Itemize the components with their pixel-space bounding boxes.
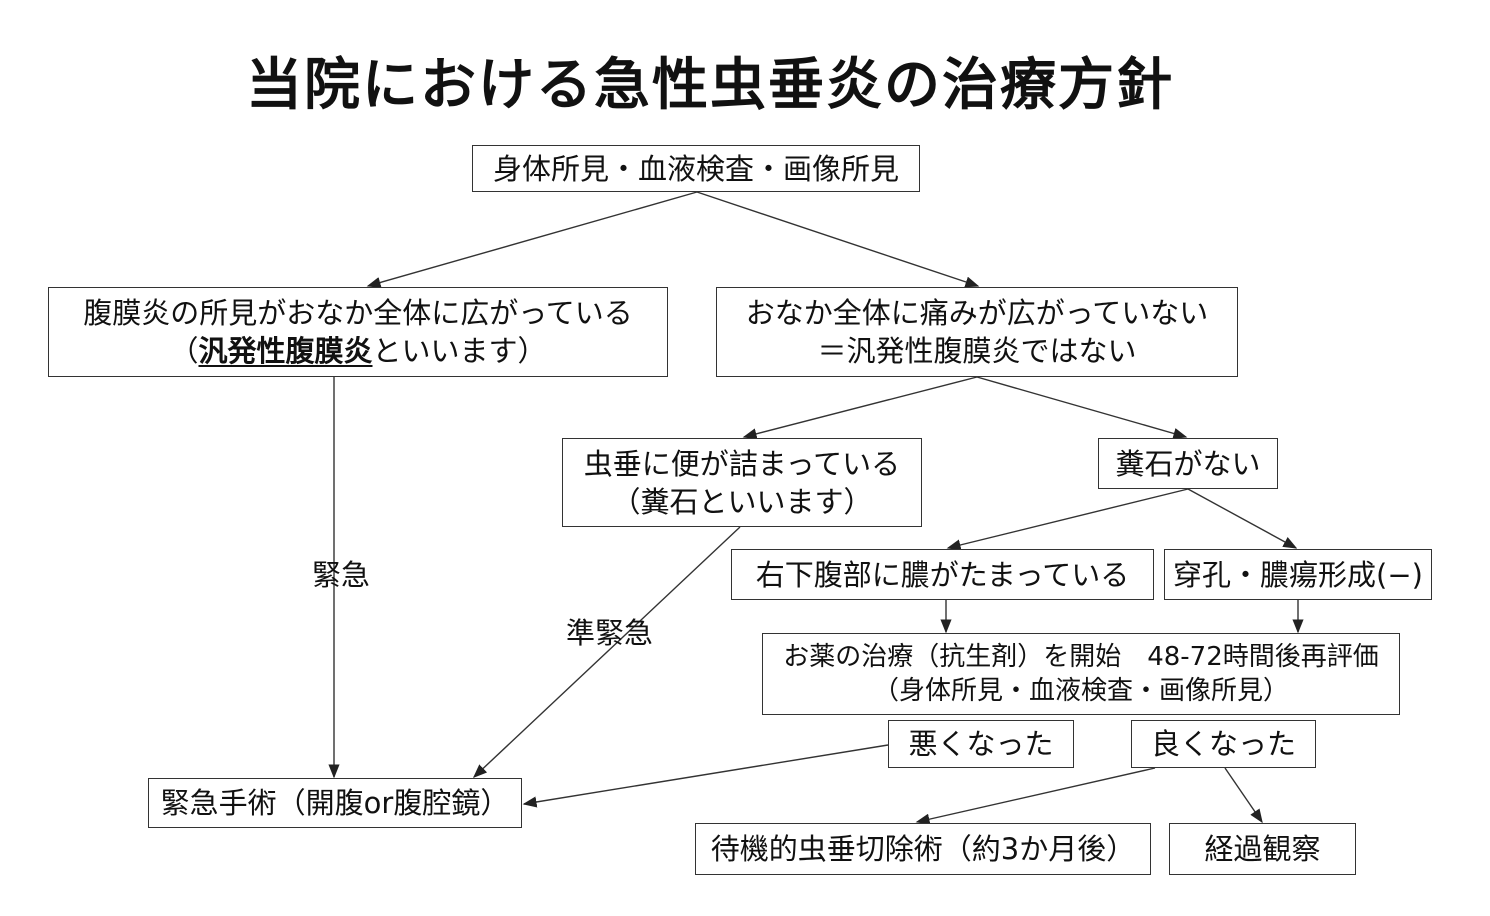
node-text: 腹膜炎の所見がおなか全体に広がっている [83, 296, 633, 330]
node-worse: 悪くなった [888, 720, 1074, 768]
node-text: 穿孔・膿瘍形成(−) [1173, 557, 1423, 592]
arrow [696, 191, 980, 288]
node-text: 糞石がない [1115, 446, 1261, 481]
node-text: （身体所見・血液検査・画像所見） [872, 676, 1289, 706]
node-localized: おなか全体に痛みが広がっていない ＝汎発性腹膜炎ではない [716, 287, 1238, 377]
paren: （ [169, 334, 199, 368]
node-text: 身体所見・血液検査・画像所見 [492, 151, 899, 186]
arrow [1224, 767, 1263, 824]
arrow [366, 191, 698, 288]
node-diffuse-peritonitis: 腹膜炎の所見がおなか全体に広がっている （汎発性腹膜炎といいます） [48, 287, 668, 377]
arrow [1187, 488, 1298, 549]
node-text: （糞石といいます） [611, 484, 873, 519]
node-observation: 経過観察 [1169, 823, 1356, 875]
node-text: 良くなった [1150, 727, 1296, 761]
arrow [472, 526, 741, 778]
node-text: おなか全体に痛みが広がっていない [745, 296, 1209, 330]
edge-label-emergency: 緊急 [312, 558, 371, 592]
node-text: 緊急手術（開腹or腹腔鏡） [160, 786, 510, 820]
node-better: 良くなった [1131, 720, 1316, 768]
arrow [946, 488, 1189, 551]
arrow [742, 376, 978, 440]
node-abscess: 右下腹部に膿がたまっている [731, 549, 1154, 600]
node-text: 悪くなった [908, 727, 1054, 761]
node-no-fecalith: 糞石がない [1098, 438, 1278, 489]
node-no-perforation: 穿孔・膿瘍形成(−) [1164, 549, 1432, 600]
edge-label-semi-emergency: 準緊急 [566, 616, 654, 650]
node-text: 虫垂に便が詰まっている [583, 446, 901, 481]
node-antibiotics: お薬の治療（抗生剤）を開始 48-72時間後再評価 （身体所見・血液検査・画像所… [762, 633, 1400, 715]
term-highlight: 汎発性腹膜炎 [198, 334, 373, 368]
node-start: 身体所見・血液検査・画像所見 [472, 145, 920, 192]
node-emergency-surgery: 緊急手術（開腹or腹腔鏡） [148, 778, 522, 828]
arrow [976, 376, 1188, 439]
node-text: 右下腹部に膿がたまっている [755, 557, 1130, 592]
node-text: ＝汎発性腹膜炎ではない [817, 334, 1137, 368]
node-text: （汎発性腹膜炎といいます） [169, 332, 546, 370]
arrow [915, 767, 1156, 825]
node-text: 経過観察 [1204, 832, 1321, 866]
node-text: 待機的虫垂切除術（約3か月後） [710, 832, 1136, 866]
node-interval-appendectomy: 待機的虫垂切除術（約3か月後） [695, 823, 1151, 875]
page-title: 当院における急性虫垂炎の治療方針 [246, 53, 1174, 118]
arrow [522, 744, 889, 808]
node-text: といいます） [372, 334, 547, 368]
node-text: お薬の治療（抗生剤）を開始 48-72時間後再評価 [783, 642, 1379, 672]
node-fecalith: 虫垂に便が詰まっている （糞石といいます） [562, 438, 922, 527]
